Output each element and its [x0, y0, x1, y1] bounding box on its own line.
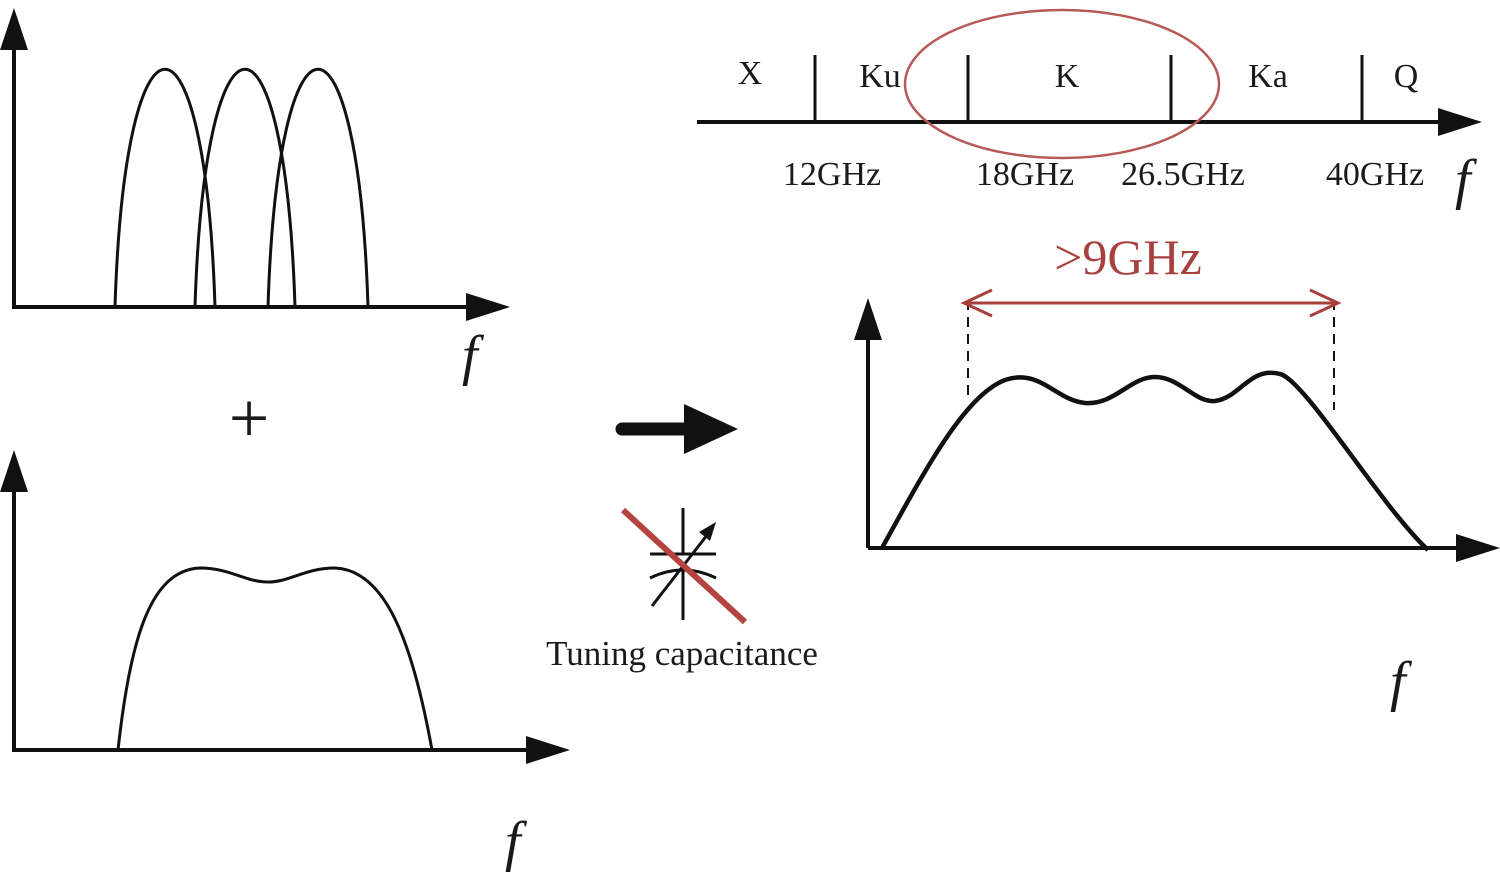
freq-label-40ghz: 40GHz — [1326, 156, 1424, 193]
freq-label-26-5ghz: 26.5GHz — [1121, 156, 1245, 193]
cross-out-line — [620, 507, 748, 625]
band-label-ka: Ka — [1248, 58, 1288, 95]
x-axis-arrowhead — [1456, 534, 1500, 562]
frequency-axis-arrowhead — [1438, 108, 1482, 136]
tuning-capacitance-label: Tuning capacitance — [546, 634, 818, 673]
band-label-k: K — [1055, 58, 1080, 95]
band-label-x: X — [738, 55, 763, 92]
panel-overlapping-resonances: f — [0, 8, 510, 387]
y-axis-arrowhead — [0, 8, 28, 50]
bandwidth-arrowhead-left — [960, 288, 993, 318]
resonance-curve-1 — [113, 68, 217, 308]
x-axis-arrowhead — [466, 293, 510, 321]
panel-broadband-response: f — [0, 450, 570, 873]
result-arrow — [615, 404, 738, 454]
freq-label-12ghz: 12GHz — [783, 156, 881, 193]
resonance-curve-2 — [193, 68, 297, 308]
tuning-capacitor: Tuning capacitance — [546, 507, 818, 673]
bandwidth-label: >9GHz — [1054, 229, 1202, 285]
y-axis-arrowhead — [854, 298, 882, 340]
frequency-band-chart: X Ku K Ka Q 12GHz 18GHz 26.5GHz 40GHz f — [697, 8, 1482, 211]
broadband-curve — [116, 566, 434, 751]
plus-symbol: + — [229, 378, 270, 458]
band-label-ku: Ku — [859, 58, 901, 95]
x-axis-label: f — [1390, 651, 1413, 713]
wideband-response-curve — [880, 370, 1430, 552]
freq-label-18ghz: 18GHz — [976, 156, 1074, 193]
x-axis-label: f — [505, 811, 528, 873]
bandwidth-arrowhead-right — [1309, 288, 1342, 318]
panel-result-response: >9GHz f — [854, 229, 1500, 713]
variable-capacitor-icon — [649, 508, 717, 620]
k-band-highlight-ellipse — [903, 8, 1221, 160]
resonance-curve-3 — [266, 68, 370, 308]
frequency-axis-label: f — [1455, 149, 1478, 211]
y-axis-arrowhead — [0, 450, 28, 492]
x-axis-label: f — [462, 325, 485, 387]
x-axis-arrowhead — [526, 736, 570, 764]
band-label-q: Q — [1394, 58, 1419, 95]
arrow-head — [684, 404, 738, 454]
